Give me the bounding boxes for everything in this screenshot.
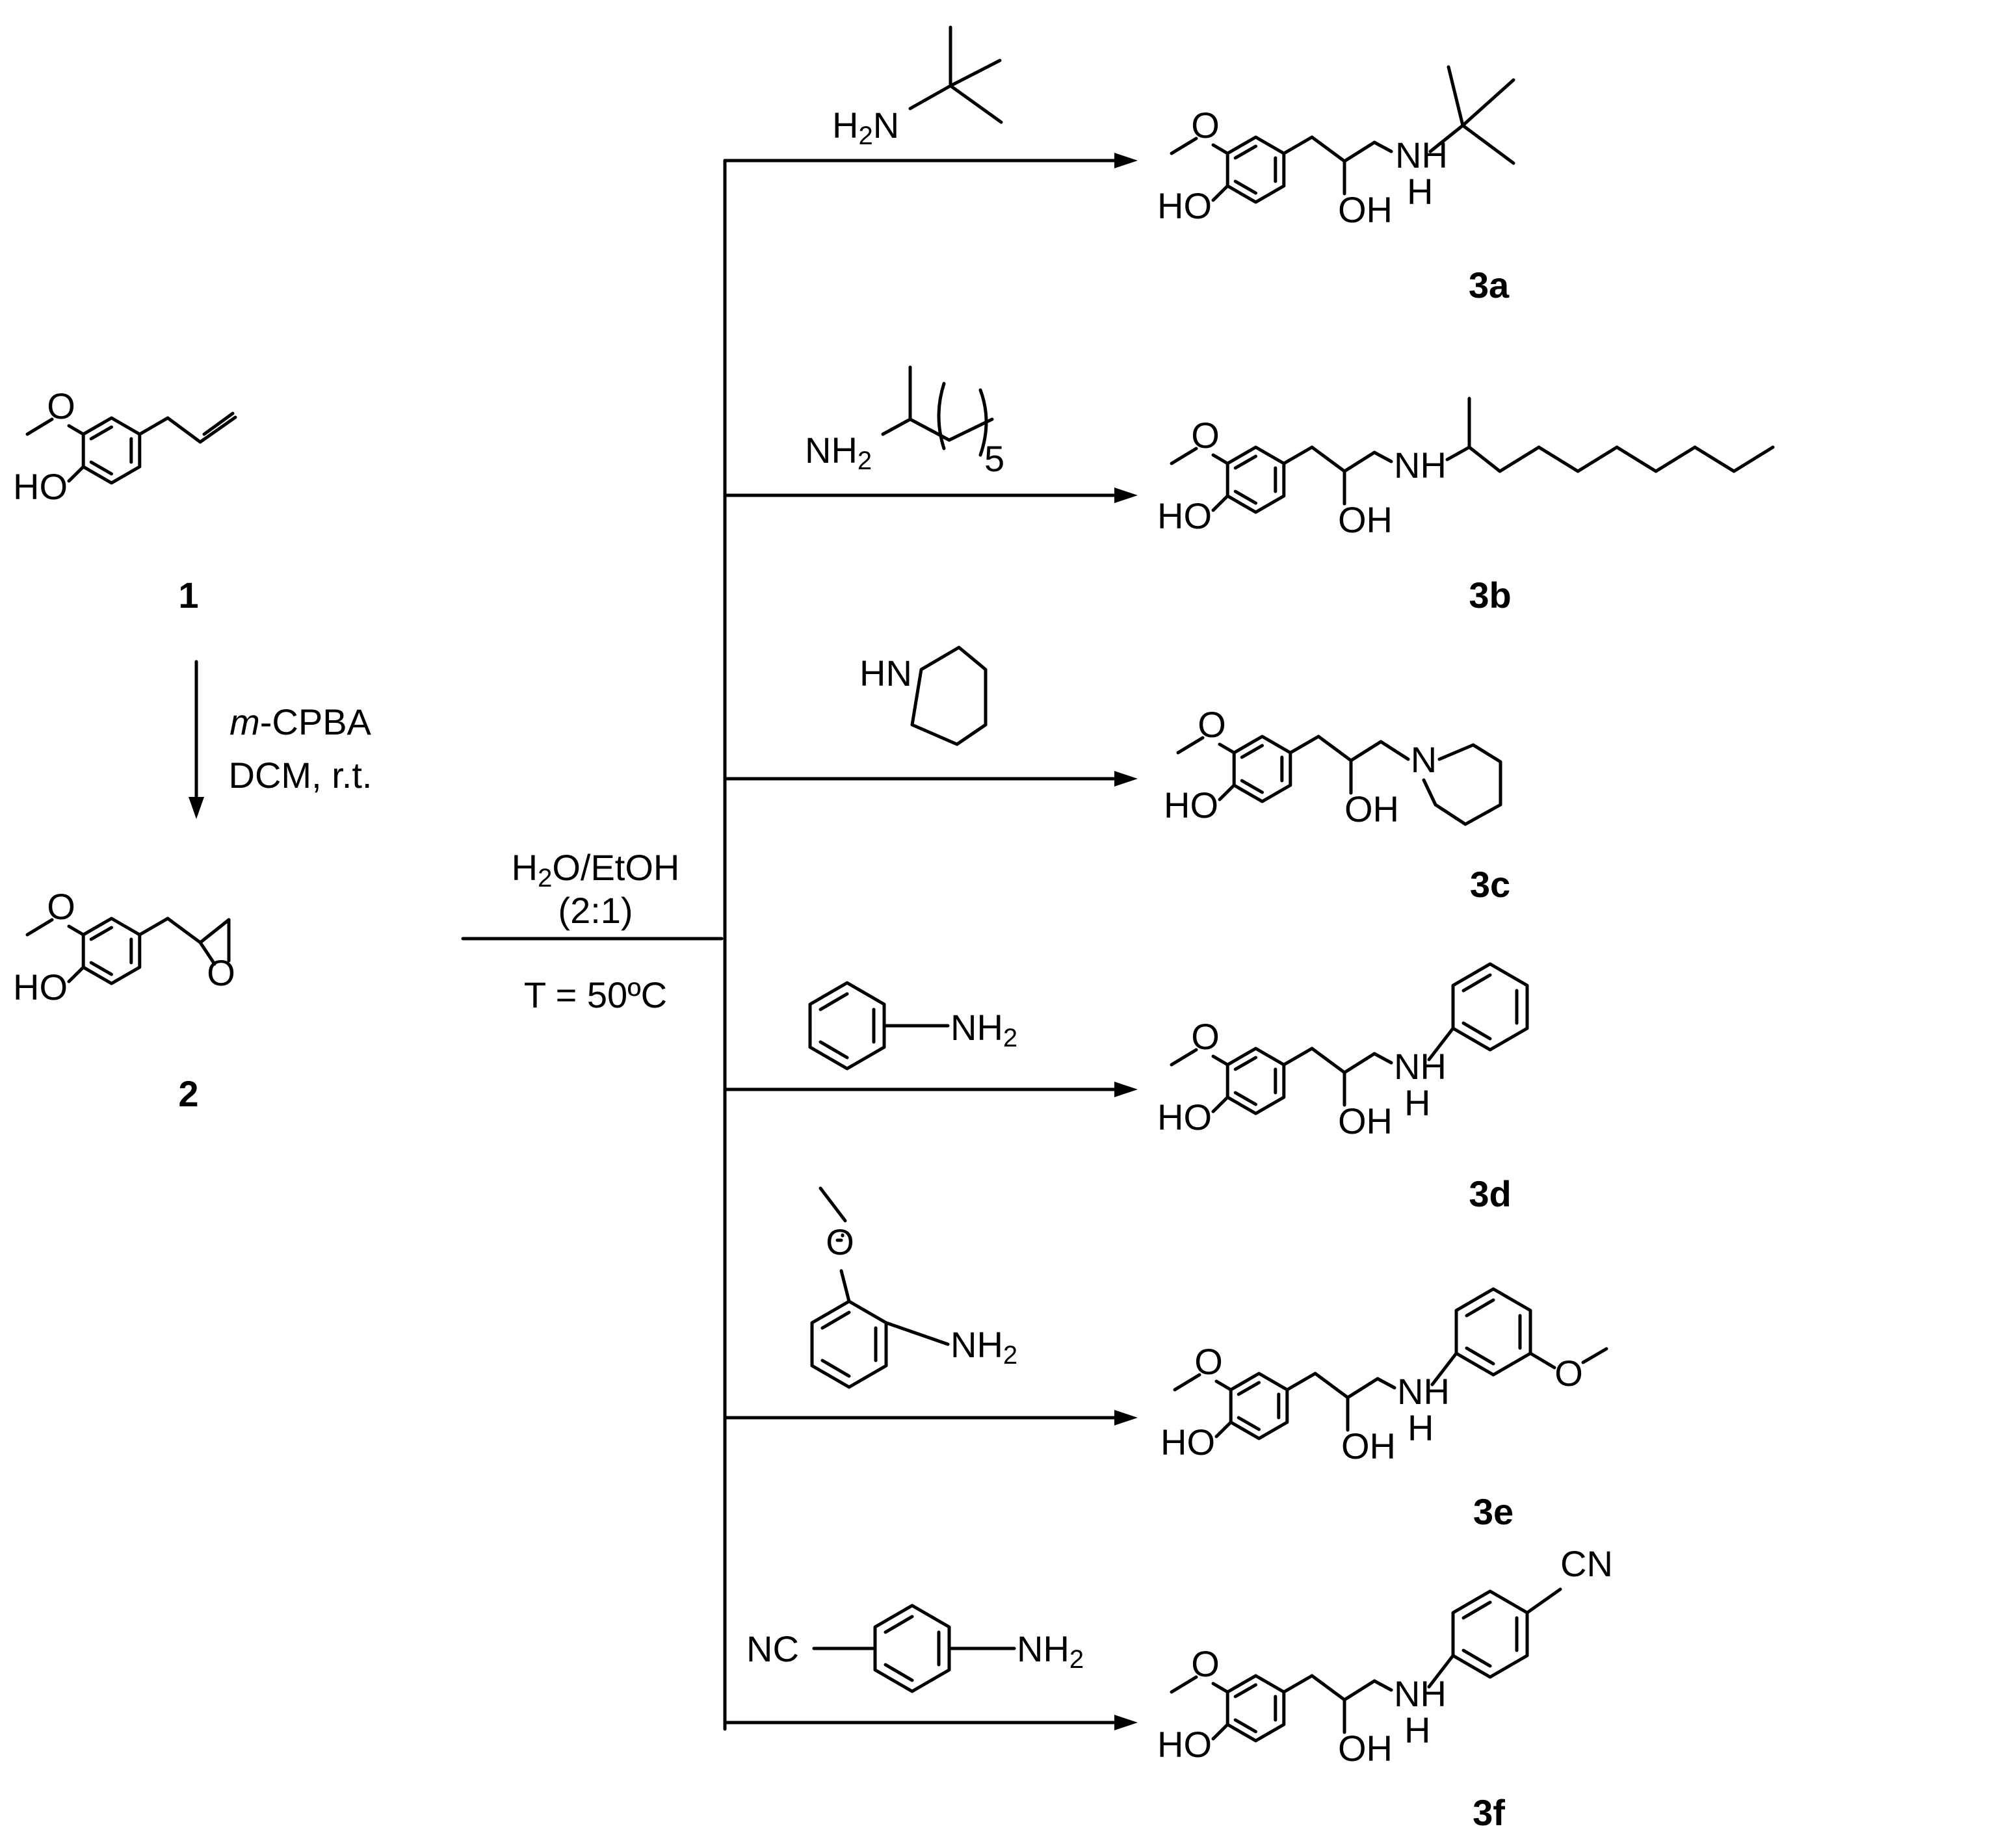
hydroxy-label: OH — [1338, 1728, 1393, 1769]
nh-h-label: H — [1404, 1710, 1430, 1750]
hydroxy-label: HO — [1157, 1724, 1212, 1765]
product-3a-label: 3a — [1469, 265, 1510, 306]
nh-h-label: H — [1404, 1082, 1430, 1123]
product-3f-label: 3f — [1473, 1792, 1505, 1833]
reagent-a-tert-butylamine: H2N — [832, 25, 1003, 150]
product-3e-structure: O HO OH O NH H — [1160, 1287, 1608, 1466]
compound-2-structure: O HO O — [13, 886, 235, 1008]
nh2-label: NH2 — [1017, 1628, 1084, 1674]
repeat-5-label: 5 — [984, 438, 1004, 479]
reagent-b-octylamine: NH2 5 — [805, 365, 1004, 479]
product-3b-label: 3b — [1469, 575, 1511, 616]
nc-label: NC — [746, 1628, 799, 1669]
nh-label: NH — [1397, 1371, 1450, 1412]
hydroxy-label: HO — [13, 967, 68, 1008]
compound-1-label: 1 — [178, 575, 198, 616]
hydroxy-label: HO — [1157, 1097, 1212, 1138]
hydroxy-label: HO — [1164, 785, 1218, 826]
methoxy-o-label: O — [1191, 1643, 1220, 1684]
mcpba-label: m-CPBA — [229, 701, 371, 742]
epoxide-o-label: O — [207, 952, 235, 993]
methoxy-o-label: O — [1194, 1341, 1223, 1382]
nh-label: NH — [1394, 1046, 1447, 1087]
nh-label: NH — [1394, 1673, 1447, 1714]
product-3f-structure: O HO OH CN NH H — [1157, 1543, 1613, 1769]
solvent-label: H2O/EtOH — [512, 847, 680, 892]
ratio-label: (2:1) — [558, 890, 633, 931]
nh-h-label: H — [1407, 171, 1433, 212]
reaction-lines — [189, 153, 1138, 1731]
product-3b-structure: O HO OH NH — [1157, 397, 1775, 540]
hydroxy-label: HO — [1157, 495, 1212, 536]
hydroxy-label: HO — [1160, 1422, 1215, 1463]
compound-2-label: 2 — [178, 1073, 198, 1114]
methoxy-o-label: O — [1198, 704, 1226, 745]
n-label: N — [1411, 739, 1437, 780]
nh2-label: NH2 — [950, 1007, 1017, 1052]
product-3d-label: 3d — [1469, 1173, 1511, 1214]
hydroxy-label: OH — [1341, 1425, 1396, 1466]
nh2-label: NH2 — [805, 430, 872, 475]
reagent-c-piperidine: HN — [859, 645, 988, 746]
reagent-d-aniline: NH2 — [808, 981, 1017, 1071]
nh-h-label: H — [1408, 1407, 1434, 1448]
methoxy-o-label: O — [1191, 105, 1220, 146]
reagent-f-aminobenzonitrile: NC NH2 — [746, 1604, 1084, 1693]
product-3c-structure: O HO OH N — [1164, 704, 1502, 829]
methoxy-o-label: O — [47, 385, 75, 426]
nh2-label: NH2 — [950, 1324, 1017, 1370]
dcm-conditions-label: DCM, r.t. — [229, 755, 373, 796]
hydroxy-label: OH — [1338, 499, 1393, 540]
methoxy-o-label: O — [47, 886, 75, 927]
reagent-e-anisidine: O NH2 — [810, 1186, 1017, 1389]
product-3c-label: 3c — [1470, 864, 1510, 905]
hydroxy-label: OH — [1338, 1100, 1393, 1141]
methoxy-o-label: O — [826, 1221, 854, 1262]
methoxy-o-label: O — [1191, 415, 1220, 456]
hydroxy-label: HO — [13, 466, 68, 507]
product-3e-label: 3e — [1473, 1491, 1514, 1532]
hydroxy-label: OH — [1344, 788, 1399, 829]
temperature-label: T = 50ºC — [524, 974, 667, 1015]
h2n-label: H2N — [832, 105, 899, 150]
hn-label: HN — [859, 653, 912, 694]
hydroxy-label: HO — [1157, 185, 1212, 226]
nh-label: NH — [1394, 445, 1447, 486]
cn-label: CN — [1560, 1543, 1613, 1584]
product-3a-structure: O HO OH NH H — [1157, 65, 1515, 230]
product-3d-structure: O HO OH NH H — [1157, 962, 1529, 1141]
methoxy-o-label: O — [1191, 1016, 1220, 1057]
nh-label: NH — [1395, 135, 1448, 176]
methoxy-o-label: O — [1554, 1353, 1583, 1394]
hydroxy-label: OH — [1338, 189, 1393, 230]
compound-1-structure: O HO — [13, 385, 237, 507]
